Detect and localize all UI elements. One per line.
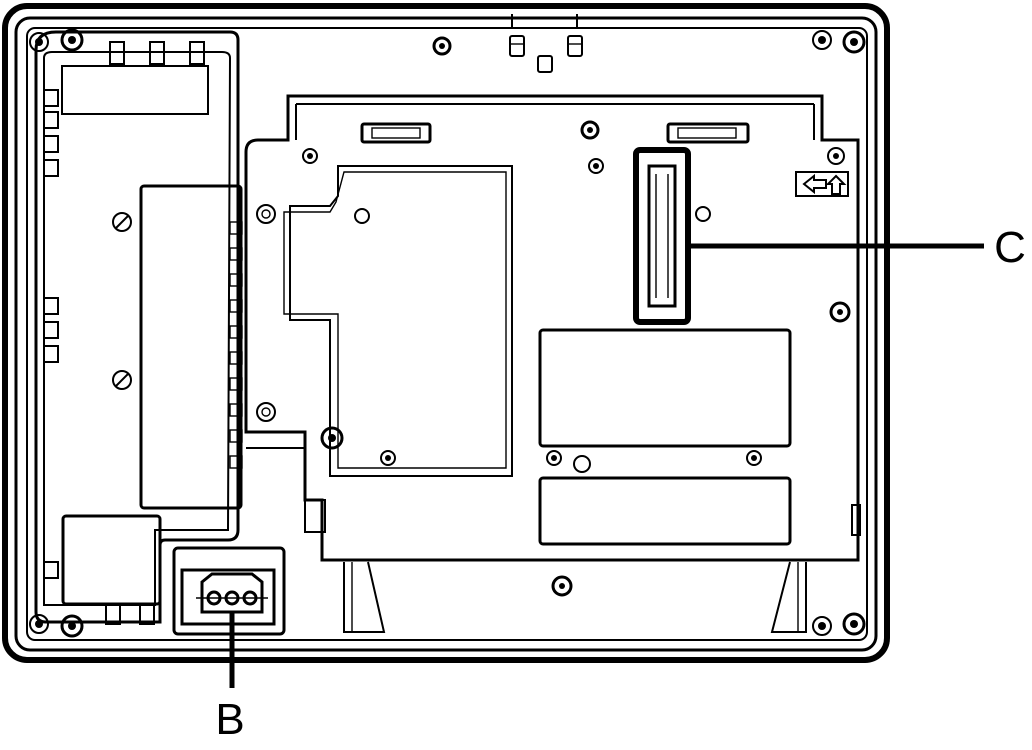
panel-clip-right	[666, 122, 750, 144]
panel-screws	[256, 120, 851, 597]
connector-socket	[200, 572, 264, 614]
corner-screw-bottom-right	[812, 612, 866, 636]
bottom-clips	[105, 603, 155, 625]
panel-clip-left	[360, 122, 432, 144]
stand-posts	[343, 561, 807, 633]
lower-block	[61, 514, 162, 606]
pcb-edge-pins	[229, 221, 243, 469]
connector-housing	[172, 546, 286, 636]
orientation-arrows-icon	[795, 171, 849, 197]
label-area-lower	[538, 476, 792, 546]
label-area-upper	[538, 328, 792, 448]
connector-c-housing	[633, 147, 691, 325]
left-side-clips	[43, 89, 59, 579]
corner-screws	[29, 28, 866, 638]
top-edge-latches	[432, 14, 583, 73]
power-connector	[172, 546, 286, 636]
corner-screw-top-left	[29, 28, 84, 52]
callout-b-label: B	[215, 695, 244, 744]
pcb-screws	[112, 212, 132, 390]
corner-screw-top-right	[812, 30, 866, 54]
top-connector-tabs	[109, 41, 205, 65]
outer-housing	[2, 3, 890, 663]
inner-plate	[289, 165, 513, 477]
housing-recess-edge	[26, 27, 868, 641]
connector-frame	[180, 568, 276, 626]
housing-inner-edge	[14, 16, 878, 652]
callout-b: B	[215, 612, 245, 744]
callout-c: C	[688, 223, 1026, 272]
left-compartment	[34, 30, 243, 625]
callout-c-label: C	[994, 223, 1026, 272]
housing-outer-edge	[2, 3, 890, 663]
pcb-module	[139, 184, 243, 510]
upper-label-area	[61, 65, 209, 115]
expansion-connector	[633, 147, 691, 325]
main-rear-panel	[244, 94, 861, 633]
connector-c-slot	[647, 164, 677, 308]
